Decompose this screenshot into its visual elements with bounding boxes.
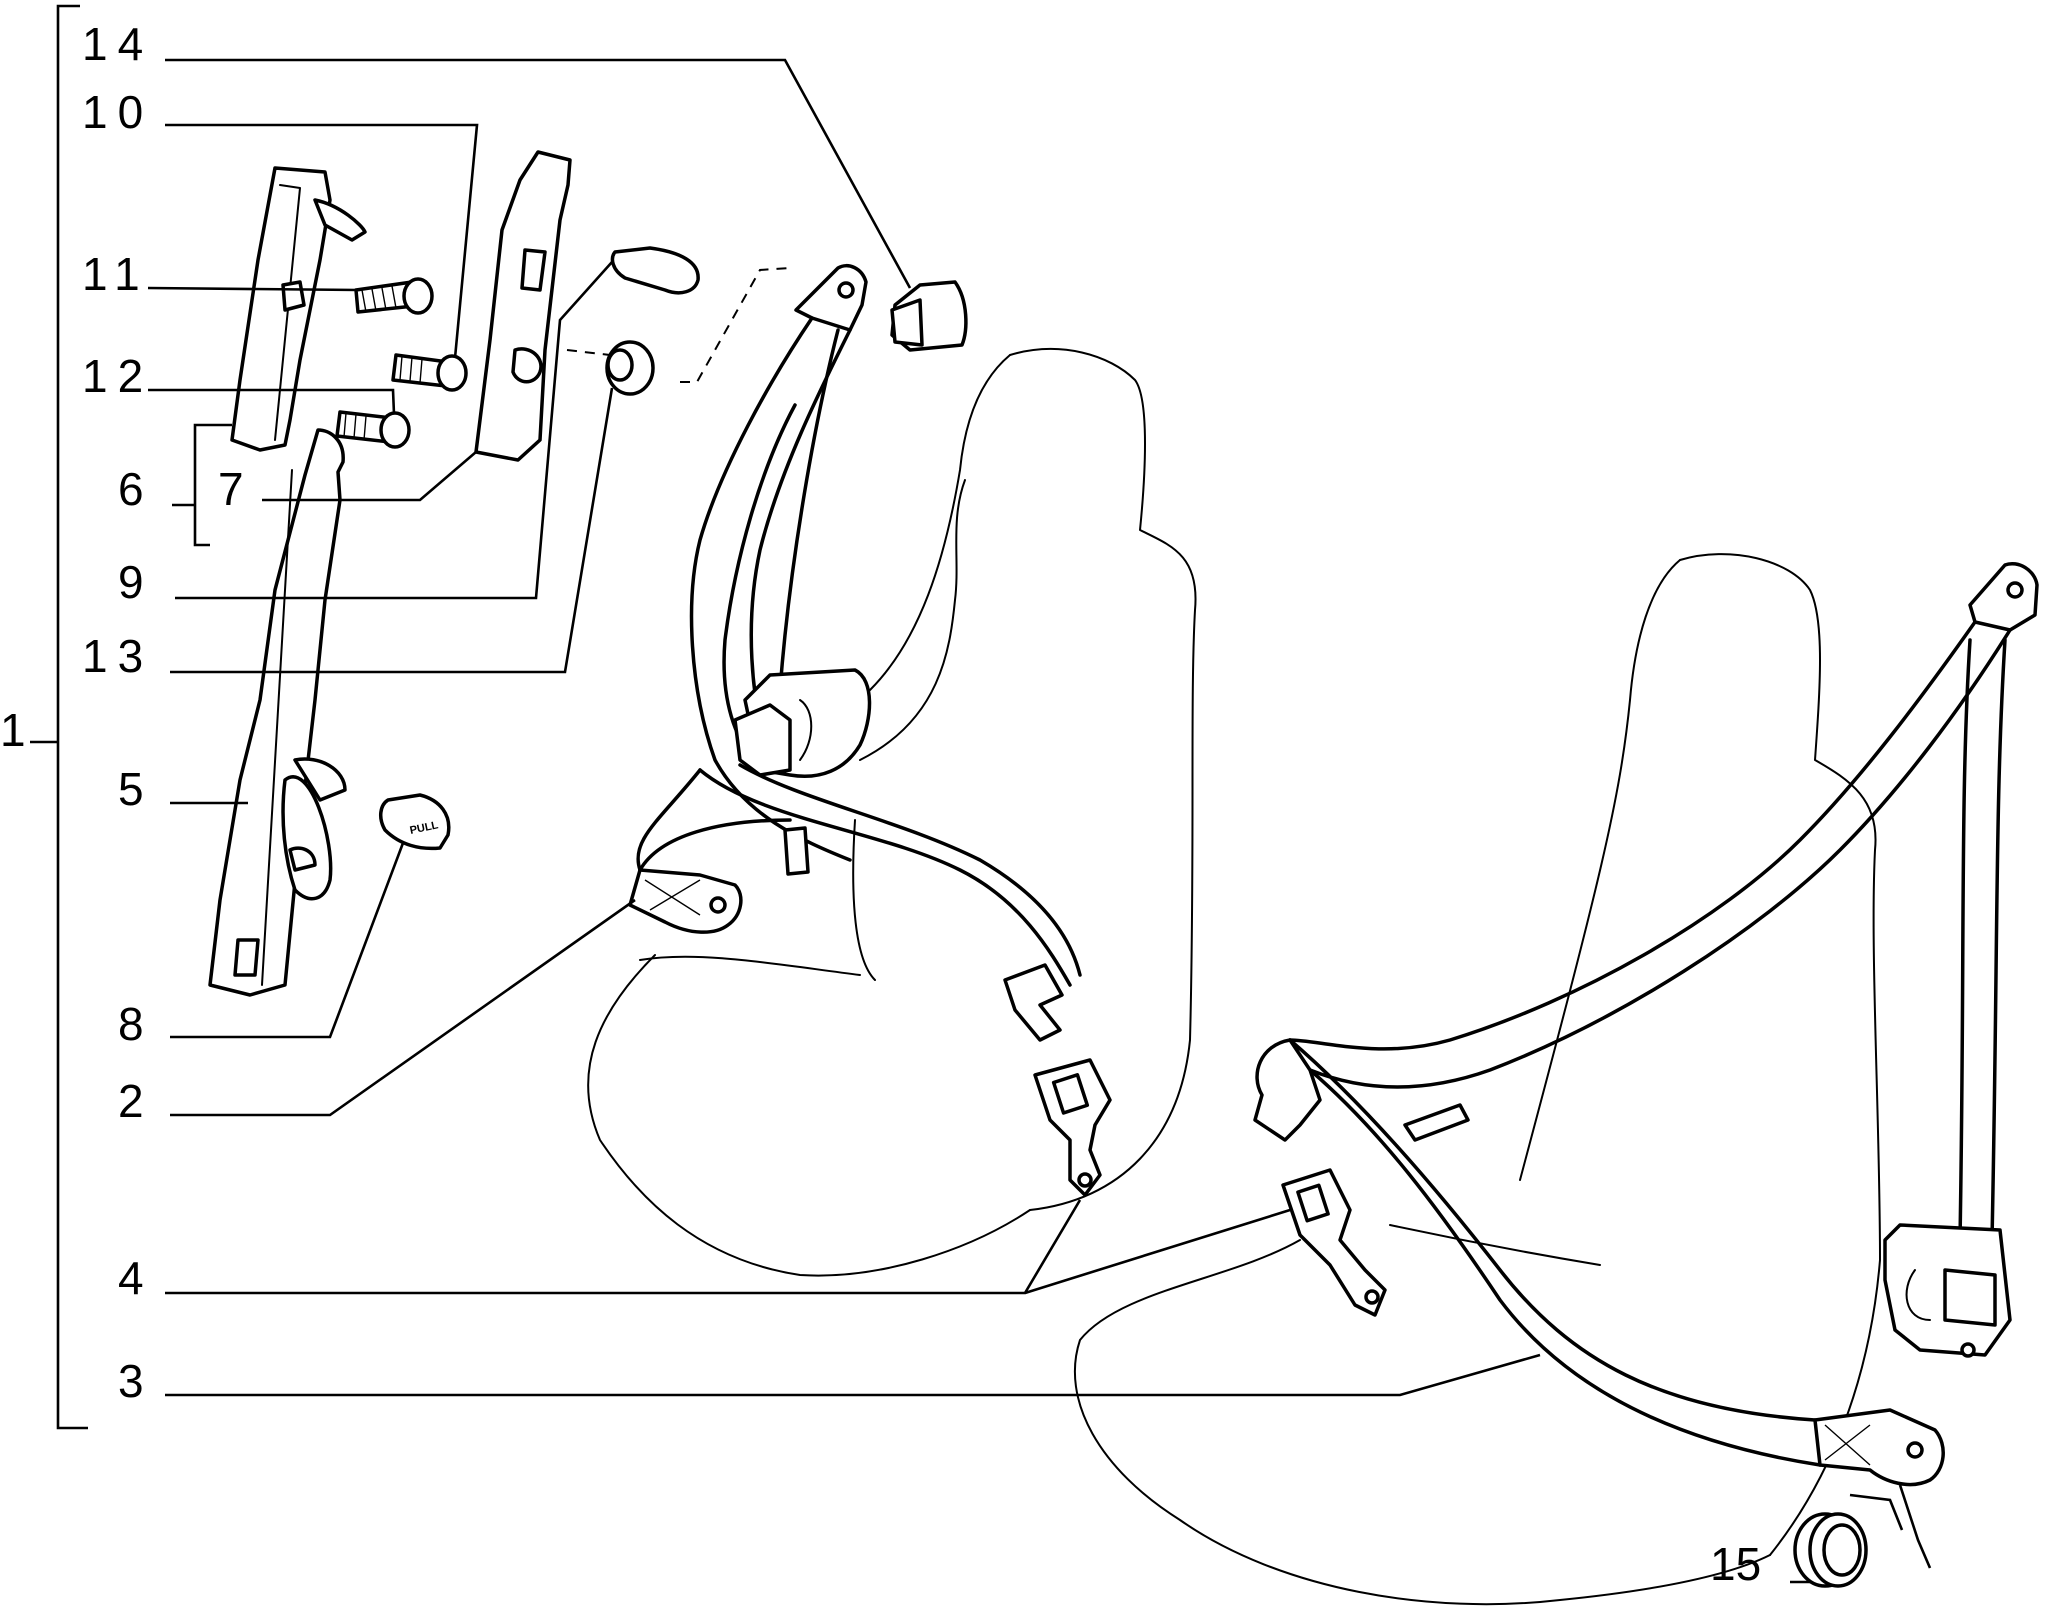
bracket-6 xyxy=(193,423,232,547)
callout-2: 2 xyxy=(118,1075,154,1127)
bolt-12 xyxy=(335,410,411,449)
callout-4: 4 xyxy=(118,1252,154,1304)
leader-2 xyxy=(170,898,636,1117)
leader-7 xyxy=(262,451,477,502)
leader-lines xyxy=(147,58,1932,1584)
cover-7 xyxy=(474,150,572,462)
pull-button-text: PULL xyxy=(409,819,440,837)
leader-8 xyxy=(170,842,405,1039)
callout-5: 5 xyxy=(118,763,154,815)
bolt-11 xyxy=(354,277,434,315)
leader-3 xyxy=(165,1353,1541,1397)
callout-10: 10 xyxy=(82,86,153,138)
callout-6: 6 xyxy=(118,463,154,515)
seat-belt-left xyxy=(628,263,1112,1197)
callout-8: 8 xyxy=(118,998,154,1050)
callout-9: 9 xyxy=(118,556,154,608)
cap-9 xyxy=(610,246,700,295)
seat-outline-right xyxy=(1073,553,1881,1606)
callout-3: 3 xyxy=(118,1355,154,1407)
callout-12: 12 xyxy=(82,350,153,402)
seat-belt-right xyxy=(1253,562,2039,1487)
bolt-10 xyxy=(391,353,468,392)
grommet-15 xyxy=(1793,1512,1868,1588)
leader-14 xyxy=(165,58,912,289)
leader-12 xyxy=(148,388,396,415)
height-adjuster-6 xyxy=(230,166,332,452)
leader-4 xyxy=(165,1199,1291,1295)
group-bracket-1 xyxy=(30,4,88,1430)
callout-15: 15 xyxy=(1710,1538,1761,1590)
leader-11 xyxy=(147,286,359,292)
leader-13 xyxy=(170,387,614,674)
callout-7: 7 xyxy=(218,463,254,515)
pull-button-8: PULL xyxy=(379,793,451,851)
leader-9 xyxy=(175,261,613,600)
leader-10 xyxy=(165,123,479,359)
callout-14: 14 xyxy=(82,18,153,70)
spacer-13 xyxy=(605,340,655,396)
callout-13: 13 xyxy=(82,630,153,682)
seat-outline-left xyxy=(587,348,1197,1277)
callout-1: 1 xyxy=(0,704,36,756)
callout-11: 11 xyxy=(82,248,150,300)
callout-labels: 14 10 11 12 6 7 9 13 1 5 8 2 4 3 15 xyxy=(0,18,1761,1590)
